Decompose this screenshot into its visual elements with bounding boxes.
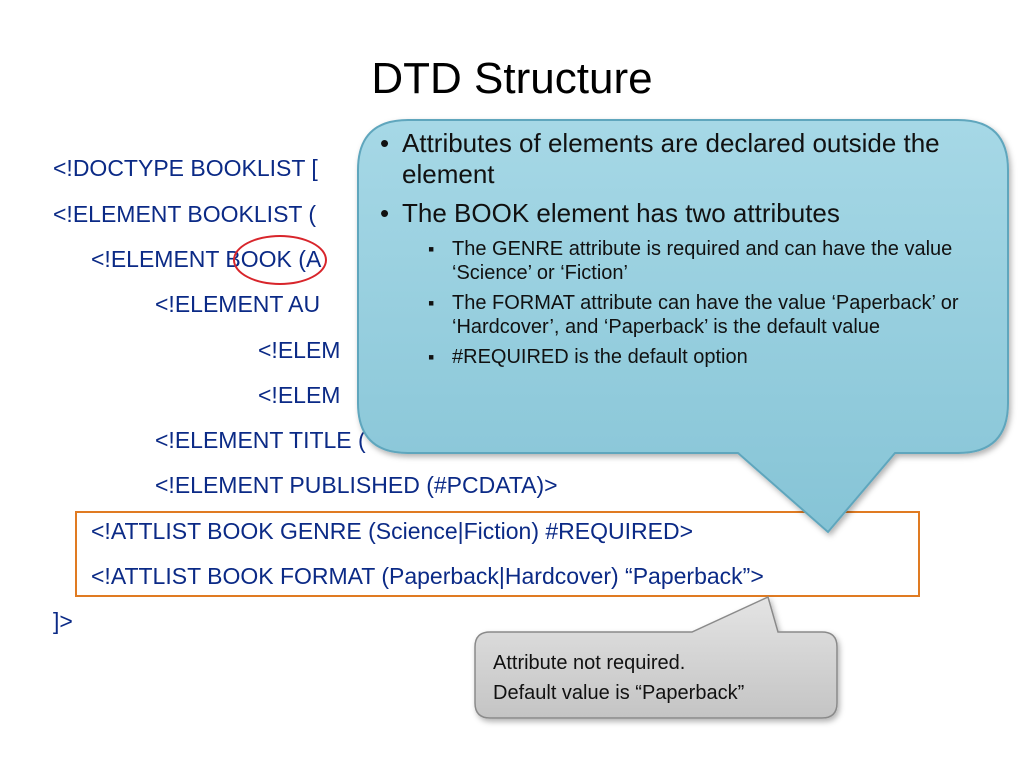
- note-callout-text: Attribute not required. Default value is…: [493, 648, 833, 708]
- callout-subbullet: The GENRE attribute is required and can …: [378, 237, 993, 285]
- callout-bullet: Attributes of elements are declared outs…: [378, 128, 993, 190]
- code-line-doctype: <!DOCTYPE BOOKLIST [: [53, 155, 318, 181]
- callout-bullet: The BOOK element has two attributes: [378, 198, 993, 229]
- code-line-published: <!ELEMENT PUBLISHED (#PCDATA)>: [155, 472, 558, 498]
- code-line-author: <!ELEMENT AU: [155, 291, 321, 317]
- info-callout-text: Attributes of elements are declared outs…: [378, 128, 993, 375]
- book-circle-annotation: [233, 235, 327, 285]
- attlist-highlight-box: [75, 511, 920, 597]
- callout-subbullet: #REQUIRED is the default option: [378, 345, 993, 369]
- code-line-booklist: <!ELEMENT BOOKLIST (: [53, 201, 317, 227]
- code-line-title: <!ELEMENT TITLE (: [155, 427, 366, 453]
- callout-subbullet: The FORMAT attribute can have the value …: [378, 291, 993, 339]
- code-line-attlist-format: <!ATTLIST BOOK FORMAT (Paperback|Hardcov…: [91, 563, 764, 589]
- note-line-2: Default value is “Paperback”: [493, 682, 745, 704]
- code-line-author-child-2: <!ELEM: [258, 382, 341, 408]
- code-line-author-child-1: <!ELEM: [258, 337, 341, 363]
- code-line-close: ]>: [53, 608, 73, 634]
- slide-title: DTD Structure: [371, 54, 653, 103]
- note-line-1: Attribute not required.: [493, 652, 686, 674]
